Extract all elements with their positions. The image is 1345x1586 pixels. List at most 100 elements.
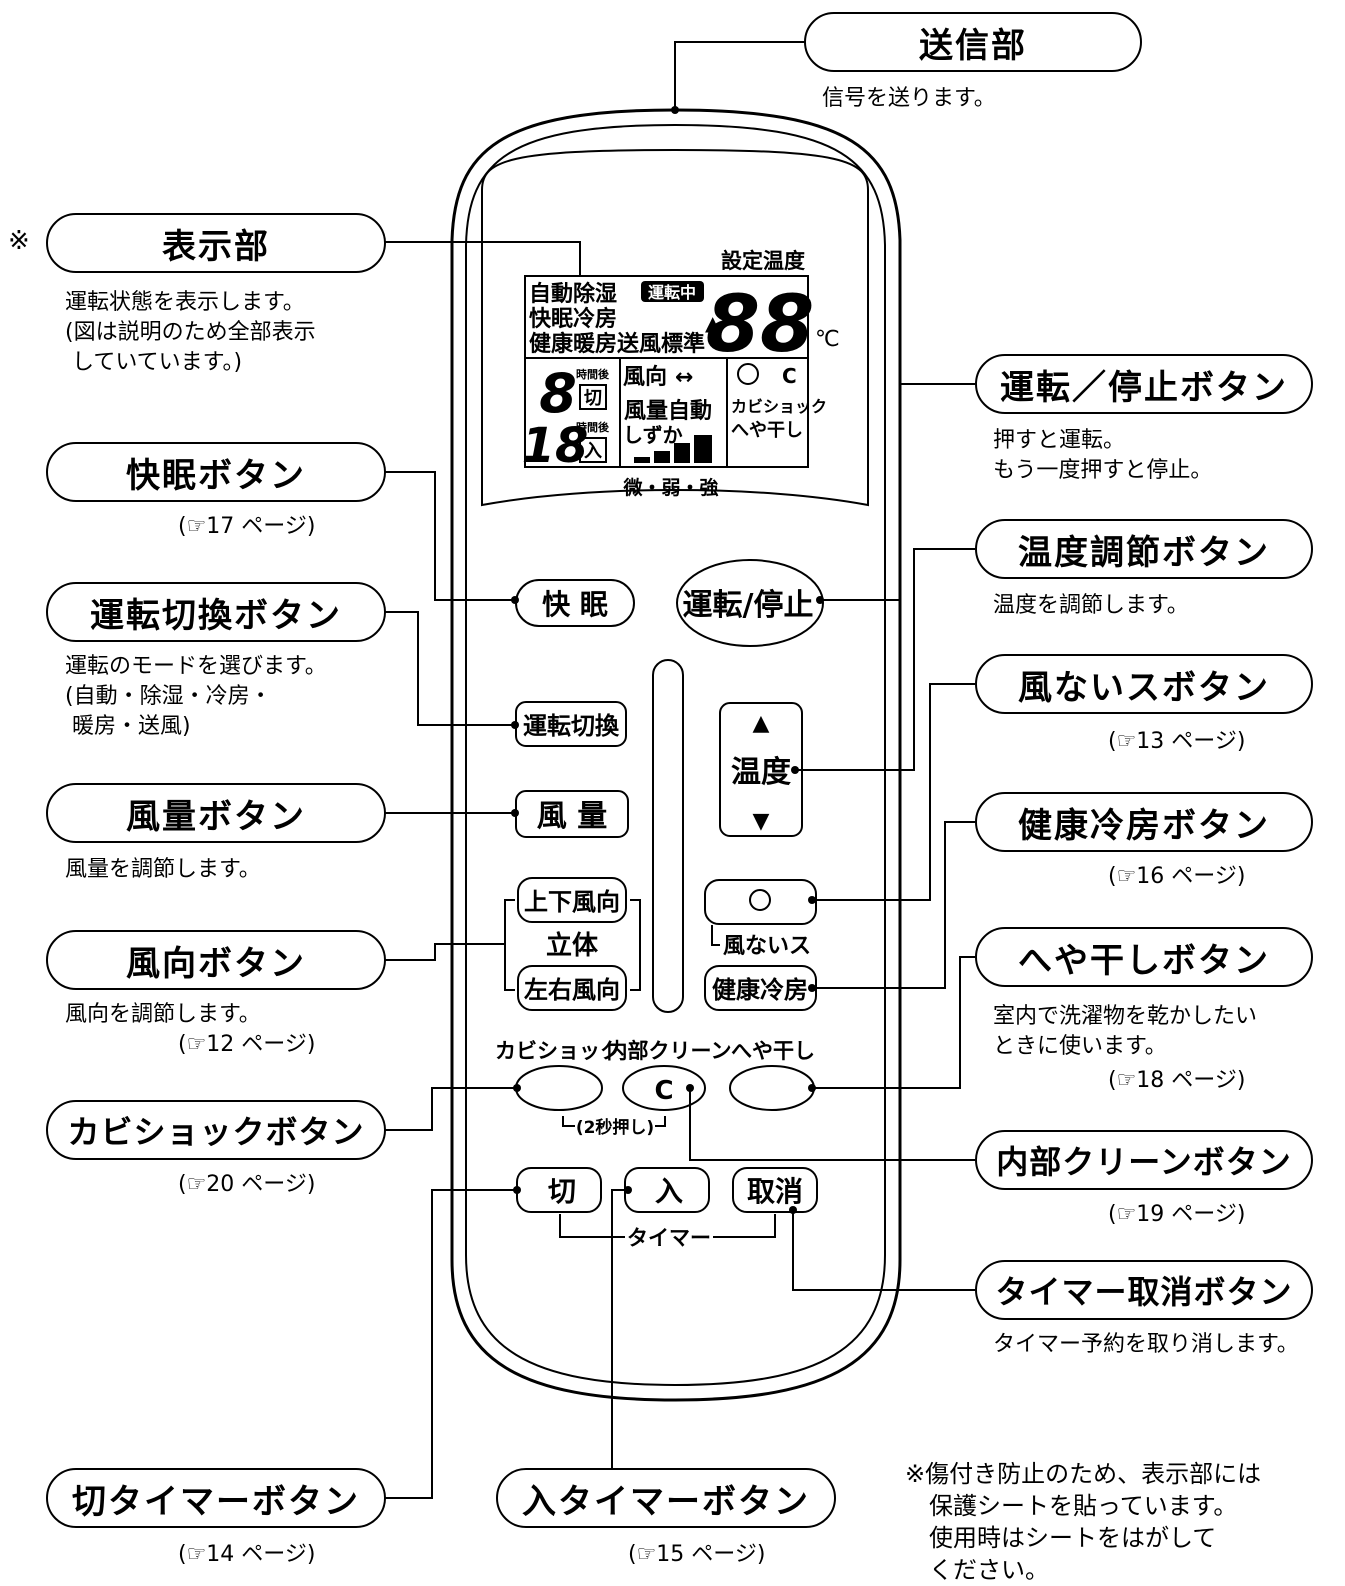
display-window <box>481 148 869 507</box>
callout-fan: 風量ボタン <box>46 783 386 843</box>
lcd-wind-dir: 風向 <box>623 364 667 390</box>
room-dry-button[interactable] <box>729 1065 815 1111</box>
temp-up-icon: ▲ <box>753 711 770 736</box>
lcd-fan-auto: 風量自動 <box>624 398 712 424</box>
mode-button[interactable]: 運転切換 <box>523 712 620 740</box>
leader-lines <box>385 41 975 1499</box>
callout-timer-cancel: タイマー取消ボタン <box>975 1260 1313 1320</box>
lcd-modes-row3: 健康暖房送風標準 <box>529 331 705 357</box>
callout-internal-clean: 内部クリーンボタン <box>975 1130 1313 1190</box>
clean-c-icon: C <box>654 1076 673 1106</box>
room-dry-label: へや干し <box>731 1039 815 1063</box>
lcd-celsius: ℃ <box>815 327 840 352</box>
callout-temp: 温度調節ボタン <box>975 519 1313 579</box>
callout-run-stop: 運転／停止ボタン <box>975 354 1313 414</box>
mold-shock-label: カビショック <box>495 1039 621 1063</box>
timer-cancel-button[interactable]: 取消 <box>747 1175 803 1208</box>
ref-direction: (☞12 ページ) <box>178 1032 316 1057</box>
lcd-off-box: 切 <box>584 388 602 409</box>
ref-sleep: (☞17 ページ) <box>178 514 316 539</box>
lcd-off-timer-digit: 8 <box>539 362 577 425</box>
lcd-modes-row2: 快眠冷房 <box>529 306 617 332</box>
leader-dots <box>511 106 824 1214</box>
lcd-on-timer-digit: 18 <box>522 418 589 474</box>
ref-off-timer: (☞14 ページ) <box>178 1542 316 1567</box>
footnote-line-4: ください。 <box>905 1556 1049 1584</box>
callout-room-dry: へや干しボタン <box>975 927 1313 987</box>
lcd-modes-row1: 自動除湿 <box>529 281 617 307</box>
lcd-running-badge-bg <box>641 281 704 302</box>
temp-button[interactable]: 温度 <box>731 755 791 790</box>
timer-on-button[interactable]: 入 <box>655 1175 683 1208</box>
footnote: ※傷付き防止のため、表示部には 保護シートを貼っています。 使用時はシートをはが… <box>905 1458 1261 1586</box>
ref-no-wind: (☞13 ページ) <box>1108 729 1246 754</box>
lcd-temp-digits: 88 <box>706 280 815 370</box>
desc-run-stop: 押すと運転。 もう一度押すと停止。 <box>993 428 1213 483</box>
lcd-hours-after-on: 時間後 <box>576 420 610 434</box>
callout-no-wind: 風ないスボタン <box>975 654 1313 714</box>
lcd-dir-arrows-icon: ↔ <box>675 365 693 390</box>
ref-mold-shock: (☞20 ページ) <box>178 1172 316 1197</box>
desc-transmitter: 信号を送ります。 <box>822 86 996 111</box>
timer-off-button[interactable]: 切 <box>548 1175 576 1208</box>
mold-shock-button[interactable] <box>515 1065 603 1111</box>
callout-direction: 風向ボタン <box>46 930 386 990</box>
internal-clean-label: 内部クリーン <box>607 1039 732 1063</box>
lcd-set-temp-label: 設定温度 <box>721 249 805 273</box>
sleep-button[interactable]: 快 眠 <box>542 588 608 621</box>
lcd-clean-icon: C <box>782 364 797 388</box>
two-sec-press-label: (2秒押し) <box>576 1117 654 1138</box>
internal-clean-button[interactable] <box>622 1065 706 1111</box>
lcd-running-badge: 運転中 <box>648 283 696 302</box>
callout-off-timer: 切タイマーボタン <box>46 1468 386 1528</box>
callout-on-timer: 入タイマーボタン <box>496 1468 836 1528</box>
no-wind-person-icon <box>749 889 771 911</box>
lcd-mold-label: カビショック <box>731 397 827 416</box>
callout-display: 表示部 <box>46 213 386 273</box>
fan-button[interactable]: 風 量 <box>537 799 607 834</box>
lcd-fan-bar-2 <box>654 451 670 463</box>
remote-inner-shell <box>465 123 886 1387</box>
stereo-label: 立体 <box>546 930 599 961</box>
desc-mode: 運転のモードを選びます。 (自動・除湿・冷房・ 暖房・送風) <box>65 654 327 739</box>
desc-display: 運転状態を表示します。 (図は説明のため全部表示 していています。) <box>65 290 316 375</box>
lcd-person-icon <box>737 363 759 385</box>
timer-label: タイマー <box>627 1226 711 1250</box>
lcd-screen <box>524 275 809 468</box>
no-wind-label: 風ないス <box>723 934 811 959</box>
lcd-hours-after-off: 時間後 <box>576 367 610 381</box>
lcd-quiet: しずか <box>623 423 683 447</box>
desc-temp: 温度を調節します。 <box>993 593 1189 618</box>
callout-healthy-cool: 健康冷房ボタン <box>975 792 1313 852</box>
lcd-on-box: 入 <box>584 441 602 462</box>
ref-room-dry: (☞18 ページ) <box>1108 1068 1246 1093</box>
temp-down-icon: ▼ <box>753 809 770 834</box>
vertical-dir-button[interactable]: 上下風向 <box>524 888 620 916</box>
ref-internal-clean: (☞19 ページ) <box>1108 1202 1246 1227</box>
lcd-fan-bar-1 <box>634 457 650 463</box>
desc-timer-cancel: タイマー予約を取り消します。 <box>993 1332 1299 1357</box>
footnote-line-1: ※傷付き防止のため、表示部には <box>905 1460 1262 1488</box>
lcd-fan-bar-3 <box>674 443 690 463</box>
lcd-up-triangle-icon: ▲ <box>705 311 721 335</box>
display-asterisk: ※ <box>8 226 30 256</box>
desc-fan: 風量を調節します。 <box>65 857 261 882</box>
footnote-line-2: 保護シートを貼っています。 <box>905 1492 1238 1520</box>
desc-room-dry: 室内で洗濯物を乾かしたい ときに使います。 <box>993 1004 1258 1059</box>
lcd-fan-bar-4 <box>694 435 712 463</box>
lcd-dry-label: へや干し <box>731 420 803 441</box>
callout-sleep: 快眠ボタン <box>46 442 386 502</box>
callout-mode: 運転切換ボタン <box>46 582 386 642</box>
ref-on-timer: (☞15 ページ) <box>628 1542 766 1567</box>
healthy-cool-button[interactable]: 健康冷房 <box>712 976 808 1004</box>
callout-mold-shock: カビショックボタン <box>46 1100 386 1160</box>
footnote-line-3: 使用時はシートをはがして <box>905 1524 1217 1552</box>
run-stop-button[interactable]: 運転/停止 <box>683 588 814 623</box>
desc-direction: 風向を調節します。 <box>65 1002 261 1027</box>
horizontal-dir-button[interactable]: 左右風向 <box>524 976 620 1004</box>
callout-transmitter: 送信部 <box>804 12 1142 72</box>
remote-center-slot <box>652 659 684 1013</box>
lcd-fan-levels: 微・弱・強 <box>622 476 718 499</box>
